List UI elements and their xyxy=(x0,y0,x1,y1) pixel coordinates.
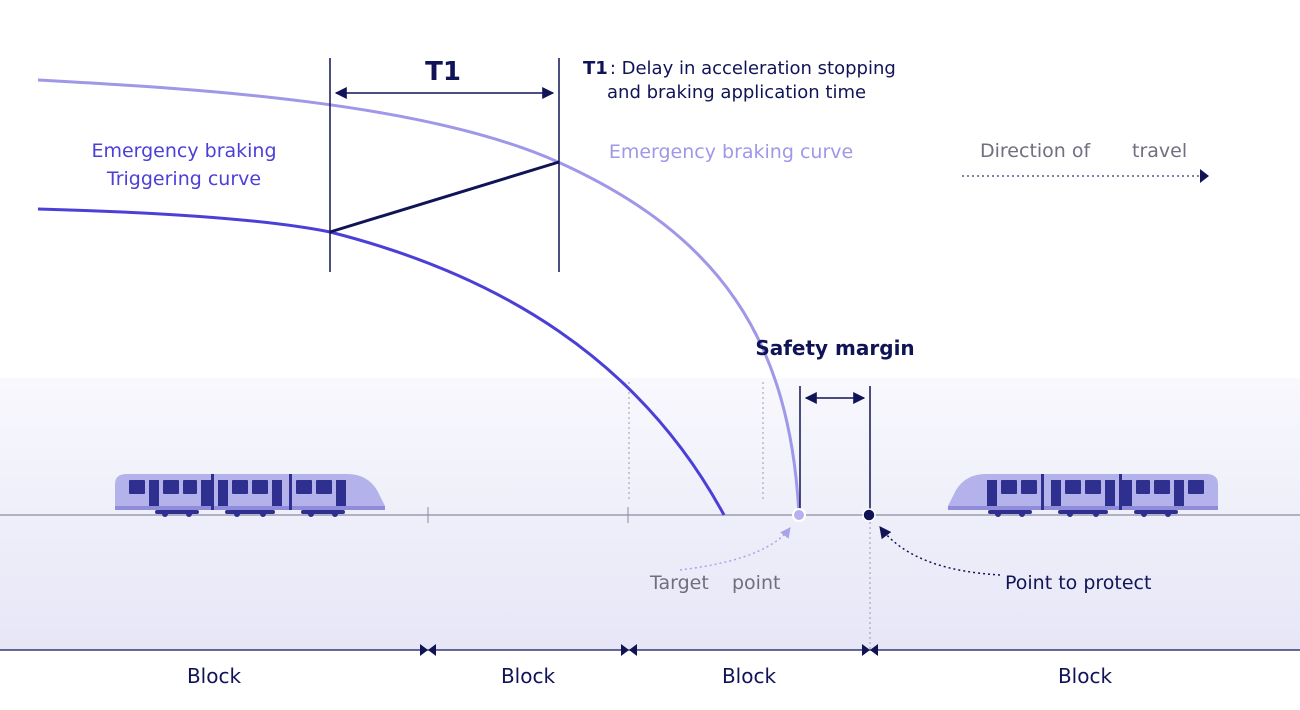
trigger-curve-label-line2: Triggering curve xyxy=(106,168,261,190)
target-point-icon xyxy=(792,508,806,522)
block-label: Block xyxy=(1058,664,1113,688)
t1-note: T1: Delay in acceleration stopping xyxy=(583,58,896,79)
t1-label: T1 xyxy=(425,57,461,87)
block-label: Block xyxy=(501,664,556,688)
block-separators xyxy=(420,644,878,656)
t1-note-key: T1 xyxy=(583,58,608,79)
t1-note-line2: and braking application time xyxy=(607,82,866,103)
arrow-right-icon xyxy=(1200,169,1209,183)
direction-label-part1: Direction of xyxy=(980,140,1091,162)
block-label: Block xyxy=(722,664,777,688)
trigger-curve-label-line1: Emergency braking xyxy=(91,140,276,162)
emergency-braking-triggering-curve xyxy=(37,207,726,516)
direction-label-part2: travel xyxy=(1132,140,1187,162)
protect-point-icon xyxy=(862,508,876,522)
block-label: Block xyxy=(187,664,242,688)
t1-connector xyxy=(329,160,560,234)
target-point-label-part2: point xyxy=(732,572,780,594)
target-point-label-part1: Target xyxy=(649,572,709,594)
braking-curve-label: Emergency braking curve xyxy=(609,141,853,163)
protect-point-pointer xyxy=(879,526,1001,576)
t1-note-line1: : Delay in acceleration stopping xyxy=(610,58,896,79)
safety-margin-label: Safety margin xyxy=(755,336,914,360)
point-to-protect-label: Point to protect xyxy=(1005,572,1151,594)
